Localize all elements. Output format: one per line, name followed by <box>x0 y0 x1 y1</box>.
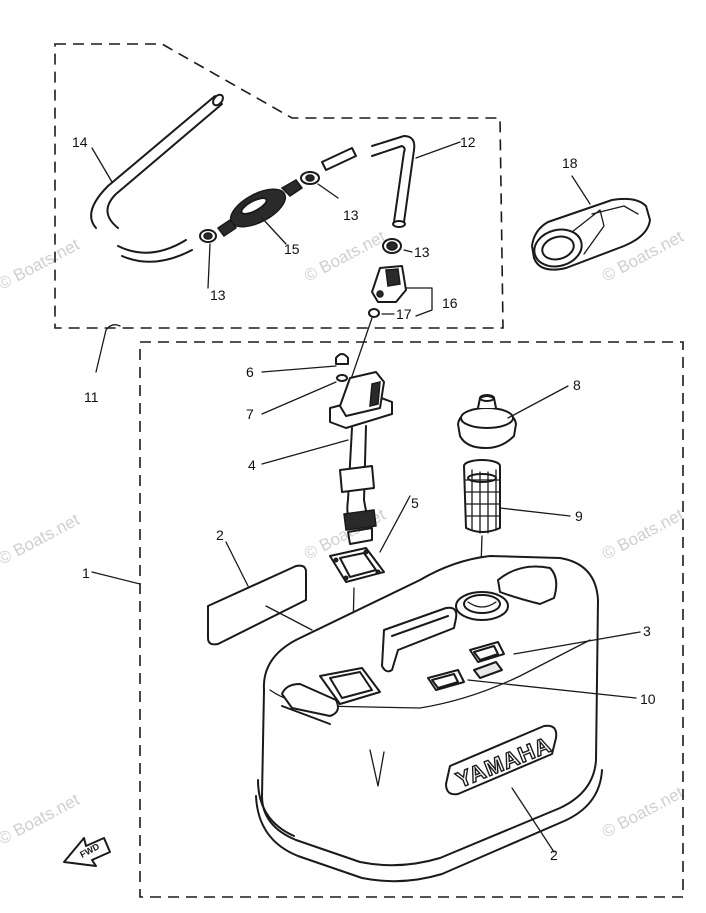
watermark: © Boats.net <box>599 783 687 842</box>
cover-part-18 <box>531 197 651 271</box>
callout-15: 15 <box>284 241 300 257</box>
callout-14: 14 <box>72 134 88 150</box>
callout-12: 12 <box>460 134 476 150</box>
callout-13-right: 13 <box>414 244 430 260</box>
callout-6: 6 <box>246 364 254 380</box>
watermark: © Boats.net <box>0 790 83 849</box>
fuel-hose-part-12 <box>371 135 416 228</box>
washer-part-7 <box>336 374 348 382</box>
gasket-part-5 <box>329 547 385 673</box>
fuel-hose-part-14 <box>90 93 224 263</box>
callout-13-left: 13 <box>210 287 226 303</box>
primer-bulb-part-15 <box>216 179 304 238</box>
o-ring-part-17 <box>349 308 380 383</box>
callout-13-top: 13 <box>343 207 359 223</box>
callout-10: 10 <box>640 691 656 707</box>
watermark: © Boats.net <box>599 505 687 564</box>
watermark: © Boats.net <box>0 235 83 294</box>
callout-7: 7 <box>246 406 254 422</box>
watermark: © Boats.net <box>301 227 389 286</box>
fuel-connector-part-16 <box>371 265 407 303</box>
strainer-part-9 <box>463 459 501 597</box>
decal-part-2 <box>207 564 307 646</box>
screw-part-6 <box>335 353 349 365</box>
leader-lines <box>91 141 641 853</box>
callout-2-brand: 2 <box>550 847 558 863</box>
fuel-cap-part-8 <box>457 394 517 449</box>
callout-11: 11 <box>84 389 99 405</box>
forward-arrow: FWD <box>63 837 111 867</box>
callout-3: 3 <box>643 623 651 639</box>
callout-17: 17 <box>396 306 412 322</box>
callout-4: 4 <box>248 457 256 473</box>
hose-clamp-part-13 <box>199 171 402 254</box>
watermark: © Boats.net <box>0 510 83 569</box>
callout-16: 16 <box>442 295 458 311</box>
callout-5: 5 <box>411 495 419 511</box>
callout-18: 18 <box>562 155 578 171</box>
callout-2-decal: 2 <box>216 527 224 543</box>
callout-9: 9 <box>575 508 583 524</box>
fuel-gauge-assembly-part-4 <box>329 371 393 545</box>
fuel-tank-group-outline <box>139 341 684 898</box>
short-hose-segment <box>321 147 357 171</box>
callout-8: 8 <box>573 377 581 393</box>
callout-labels: 1 2 2 3 4 5 6 7 8 9 10 11 12 13 13 13 14… <box>72 134 656 863</box>
fuel-line-kit-outline <box>54 43 504 329</box>
callout-1: 1 <box>82 565 90 581</box>
fuel-tank-part-1: YAMAHA <box>255 555 603 883</box>
